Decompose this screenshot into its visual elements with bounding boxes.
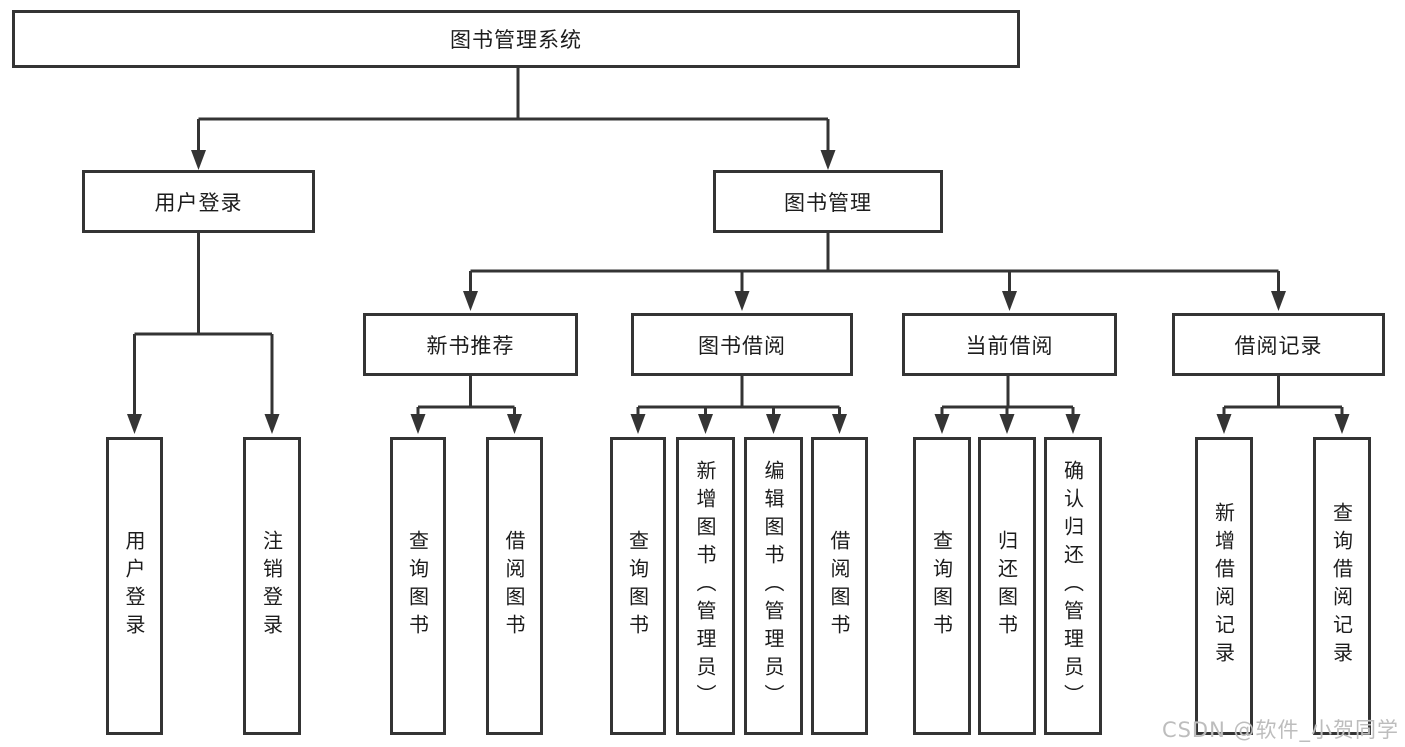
leaf-borrow-book: 借阅图书 [811,437,868,735]
leaf-user-login: 用户登录 [106,437,163,735]
node-new-book-recommend: 新书推荐 [363,313,578,376]
leaf-add-borrow-record: 新增借阅记录 [1195,437,1253,735]
watermark: CSDN @软件_小贺同学 [1161,718,1399,742]
leaf-edit-book-admin: 编辑图书（管理员） [744,437,803,735]
leaf-query-book-borrow: 查询图书 [610,437,666,735]
node-book-borrow: 图书借阅 [631,313,853,376]
node-book-mgmt: 图书管理 [713,170,943,233]
leaf-query-book-recommend: 查询图书 [390,437,446,735]
node-current-borrow: 当前借阅 [902,313,1117,376]
node-borrow-records: 借阅记录 [1172,313,1385,376]
leaf-query-borrow-record: 查询借阅记录 [1313,437,1371,735]
leaf-query-book-current: 查询图书 [913,437,971,735]
node-root: 图书管理系统 [12,10,1020,68]
leaf-logout: 注销登录 [243,437,301,735]
leaf-add-book-admin: 新增图书（管理员） [676,437,735,735]
leaf-confirm-return-admin: 确认归还（管理员） [1044,437,1102,735]
leaf-borrow-book-recommend: 借阅图书 [486,437,543,735]
node-user-login: 用户登录 [82,170,315,233]
leaf-return-book: 归还图书 [978,437,1036,735]
